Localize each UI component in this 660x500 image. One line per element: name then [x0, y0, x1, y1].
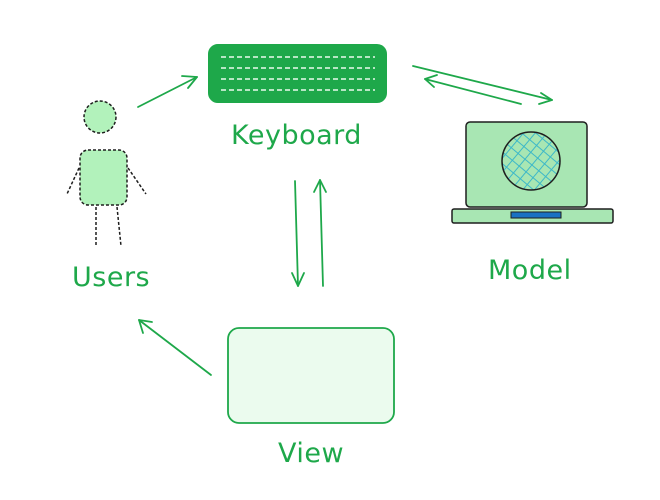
laptop-icon	[451, 121, 614, 224]
arrow-keyboard-to-model	[412, 65, 553, 105]
arrow-view-to-users	[138, 319, 212, 376]
keyboard-icon	[208, 44, 387, 103]
arrow-keyboard-to-view	[291, 180, 305, 287]
screen-icon	[227, 327, 395, 424]
model-label: Model	[488, 255, 572, 286]
users-label: Users	[72, 262, 151, 293]
arrow-users-to-keyboard	[137, 75, 198, 108]
keyboard-label: Keyboard	[231, 120, 362, 151]
arrow-model-to-keyboard	[424, 74, 522, 105]
user-icon	[66, 100, 147, 247]
view-label: View	[278, 438, 345, 469]
arrow-view-to-keyboard	[313, 179, 327, 287]
